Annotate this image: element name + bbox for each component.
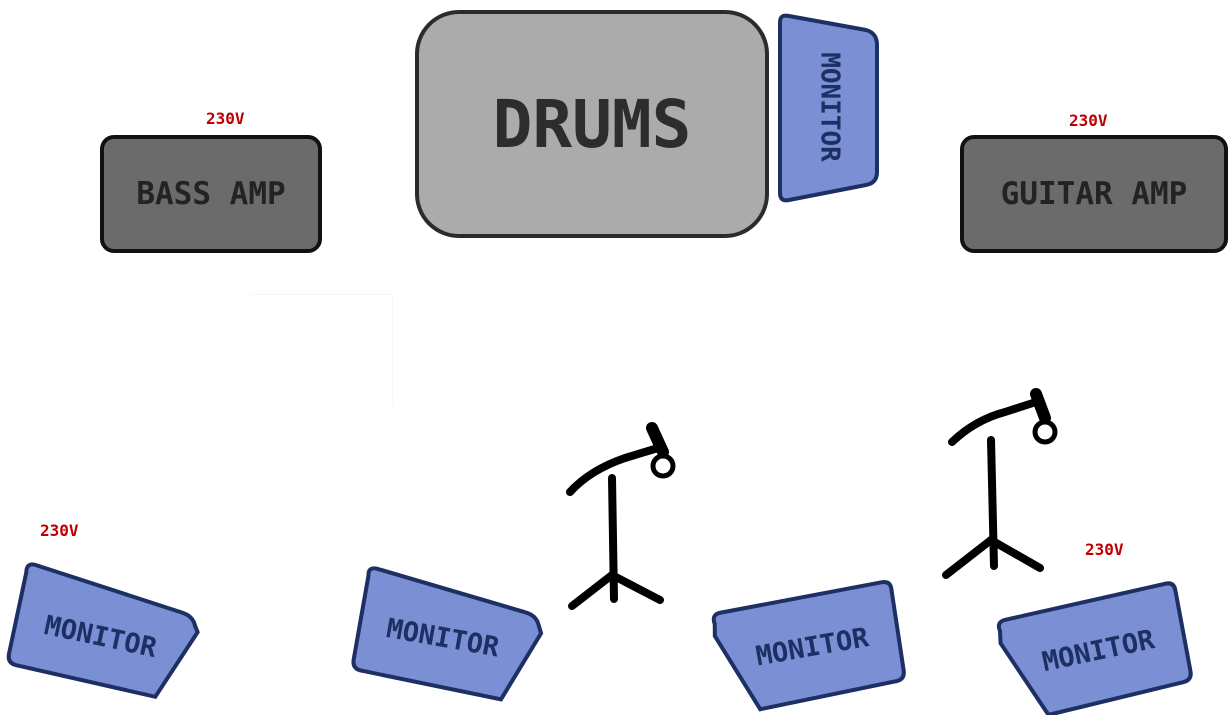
guitar-amp: GUITAR AMP xyxy=(960,135,1228,253)
microphone-stand-icon xyxy=(942,388,1058,579)
guitar-amp-label: GUITAR AMP xyxy=(1000,176,1188,212)
microphone-stand-icon xyxy=(566,422,676,610)
bass-amp: BASS AMP xyxy=(100,135,322,253)
power-outlet-label: 230V xyxy=(40,521,79,540)
faint-outline xyxy=(250,294,393,405)
bass-amp-label: BASS AMP xyxy=(136,176,286,212)
floor-monitor: MONITOR xyxy=(996,581,1193,715)
floor-monitor: MONITOR xyxy=(351,566,544,702)
drums: DRUMS xyxy=(415,10,769,238)
floor-monitor: MONITOR xyxy=(6,562,200,700)
drum-monitor-label: MONITOR xyxy=(815,52,845,162)
power-outlet-label: 230V xyxy=(1069,111,1108,130)
floor-monitor: MONITOR xyxy=(711,579,906,712)
power-outlet-label: 230V xyxy=(206,109,245,128)
drums-label: DRUMS xyxy=(492,85,692,163)
drum-monitor: MONITOR xyxy=(778,13,879,203)
power-outlet-label: 230V xyxy=(1085,540,1124,559)
